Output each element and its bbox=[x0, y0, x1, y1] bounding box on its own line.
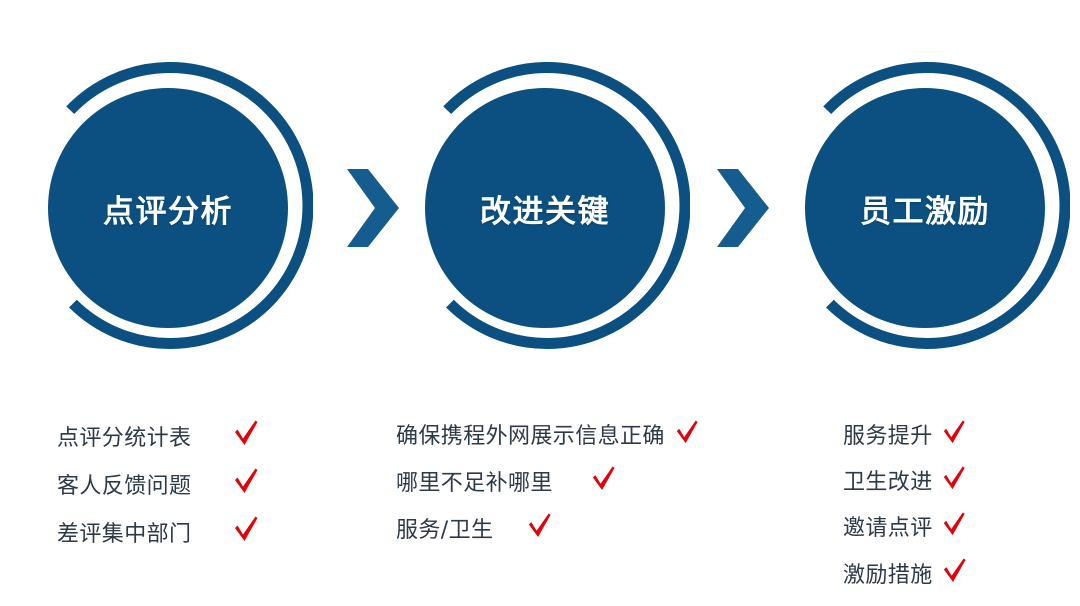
list-item[interactable]: 确保携程外网展示信息正确 bbox=[396, 415, 699, 452]
red-checkmark-icon bbox=[942, 556, 967, 585]
stage-node-3[interactable]: 员工激励 bbox=[780, 58, 1070, 358]
stage-circle-1-ring-arc bbox=[66, 62, 313, 350]
red-checkmark-icon bbox=[942, 510, 966, 538]
list-item-label: 客人反馈问题 bbox=[57, 474, 192, 499]
list-item-label: 邀请点评 bbox=[843, 516, 933, 541]
list-item-label: 激励措施 bbox=[843, 563, 933, 588]
stage-circle-3-fill bbox=[805, 88, 1045, 328]
list-item[interactable]: 客人反馈问题 bbox=[57, 463, 259, 502]
stage-circle-3-ring-arc bbox=[823, 62, 1070, 350]
list-item[interactable]: 服务/卫生 bbox=[396, 508, 699, 546]
list-item-label: 哪里不足补哪里 bbox=[396, 471, 553, 496]
list-item[interactable]: 差评集中部门 bbox=[57, 511, 259, 550]
chevron-right-icon-2 bbox=[714, 167, 772, 249]
red-checkmark-icon bbox=[527, 511, 552, 540]
stage-node-1[interactable]: 点评分析 bbox=[23, 58, 313, 358]
list-item[interactable]: 激励措施 bbox=[843, 553, 967, 591]
list-item-label: 服务提升 bbox=[843, 424, 933, 449]
list-item-label: 卫生改进 bbox=[843, 470, 933, 495]
stage-1-item-list: 点评分统计表 客人反馈问题 差评集中部门 bbox=[57, 415, 259, 559]
red-checkmark-icon bbox=[233, 466, 259, 496]
red-checkmark-icon bbox=[591, 464, 616, 493]
chevron-right-glyph-2 bbox=[717, 169, 769, 247]
stage-circle-2-ring-arc bbox=[443, 62, 690, 350]
red-checkmark-icon bbox=[233, 418, 259, 448]
red-checkmark-icon bbox=[942, 464, 966, 492]
stage-circle-1-graphic bbox=[48, 62, 313, 350]
list-item-label: 服务/卫生 bbox=[396, 518, 494, 543]
chevron-right-icon-1 bbox=[344, 167, 402, 249]
stage-circle-2-fill bbox=[425, 88, 665, 328]
red-checkmark-icon bbox=[942, 418, 966, 446]
stage-node-2[interactable]: 改进关键 bbox=[400, 58, 690, 358]
stage-circle-3-graphic bbox=[805, 62, 1070, 350]
list-item-label: 差评集中部门 bbox=[57, 522, 192, 547]
list-item-label: 点评分统计表 bbox=[57, 426, 192, 451]
list-item[interactable]: 哪里不足补哪里 bbox=[396, 461, 699, 499]
stage-3-item-list: 服务提升 卫生改进 邀请点评 激励措施 bbox=[843, 415, 967, 600]
chevron-right-glyph-1 bbox=[347, 169, 399, 247]
list-item-label: 确保携程外网展示信息正确 bbox=[396, 424, 665, 449]
stage-2-item-list: 确保携程外网展示信息正确 哪里不足补哪里 服务/卫生 bbox=[396, 415, 699, 555]
list-item[interactable]: 点评分统计表 bbox=[57, 415, 259, 454]
list-item[interactable]: 邀请点评 bbox=[843, 507, 967, 544]
list-item[interactable]: 服务提升 bbox=[843, 415, 967, 452]
stage-circle-1-fill bbox=[48, 88, 288, 328]
red-checkmark-icon bbox=[675, 418, 699, 446]
stage-circle-2-graphic bbox=[425, 62, 690, 350]
list-item[interactable]: 卫生改进 bbox=[843, 461, 967, 498]
red-checkmark-icon bbox=[233, 514, 259, 544]
